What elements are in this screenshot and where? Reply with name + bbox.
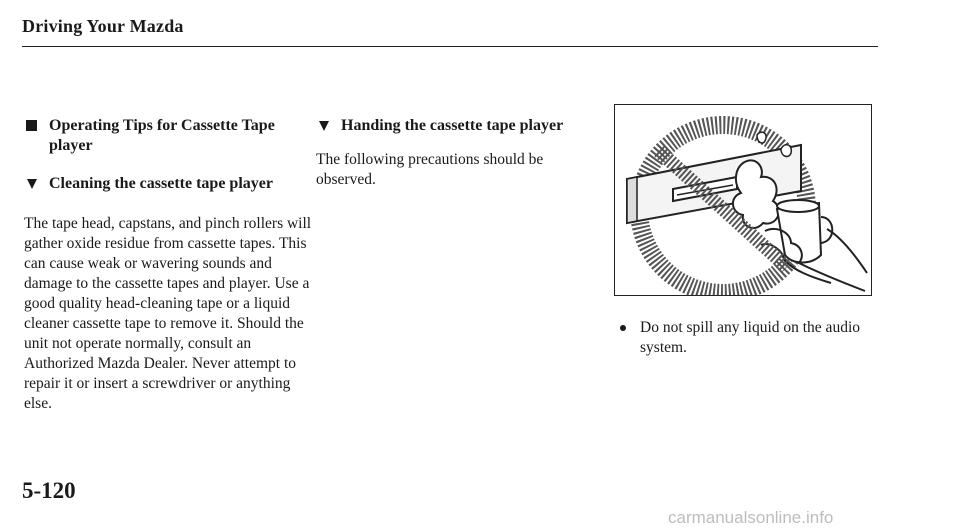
bullet-dot-icon	[620, 325, 626, 331]
subheading-cleaning: Cleaning the cassette tape player	[24, 174, 316, 194]
triangle-bullet-icon	[319, 121, 329, 131]
no-liquid-illustration	[614, 104, 872, 296]
column-left: Operating Tips for Cassette Tape player …	[24, 116, 316, 414]
precautions-paragraph: The following precautions should be obse…	[316, 151, 544, 188]
list-item: Do not spill any liquid on the audio sys…	[620, 318, 884, 358]
subheading-handling-text: Handing the cassette tape player	[341, 117, 564, 134]
cleaning-paragraph: The tape head, capstans, and pinch rolle…	[24, 215, 312, 412]
square-bullet-icon	[26, 120, 37, 131]
header-divider	[22, 46, 878, 47]
subheading-handling: Handing the cassette tape player	[316, 116, 606, 136]
subheading-cleaning-text: Cleaning the cassette tape player	[49, 175, 273, 192]
page-header-title: Driving Your Mazda	[22, 16, 184, 36]
section-heading: Operating Tips for Cassette Tape player	[24, 116, 316, 156]
section-heading-text: Operating Tips for Cassette Tape player	[49, 117, 275, 154]
no-liquid-warning-icon	[626, 116, 868, 295]
column-middle: Handing the cassette tape player The fol…	[316, 116, 606, 190]
watermark: carmanualsonline.info	[668, 508, 834, 527]
bullet-text: Do not spill any liquid on the audio sys…	[640, 319, 860, 356]
page-number: 5-120	[22, 478, 76, 503]
column-right: Do not spill any liquid on the audio sys…	[614, 104, 884, 358]
triangle-bullet-icon	[27, 179, 37, 189]
